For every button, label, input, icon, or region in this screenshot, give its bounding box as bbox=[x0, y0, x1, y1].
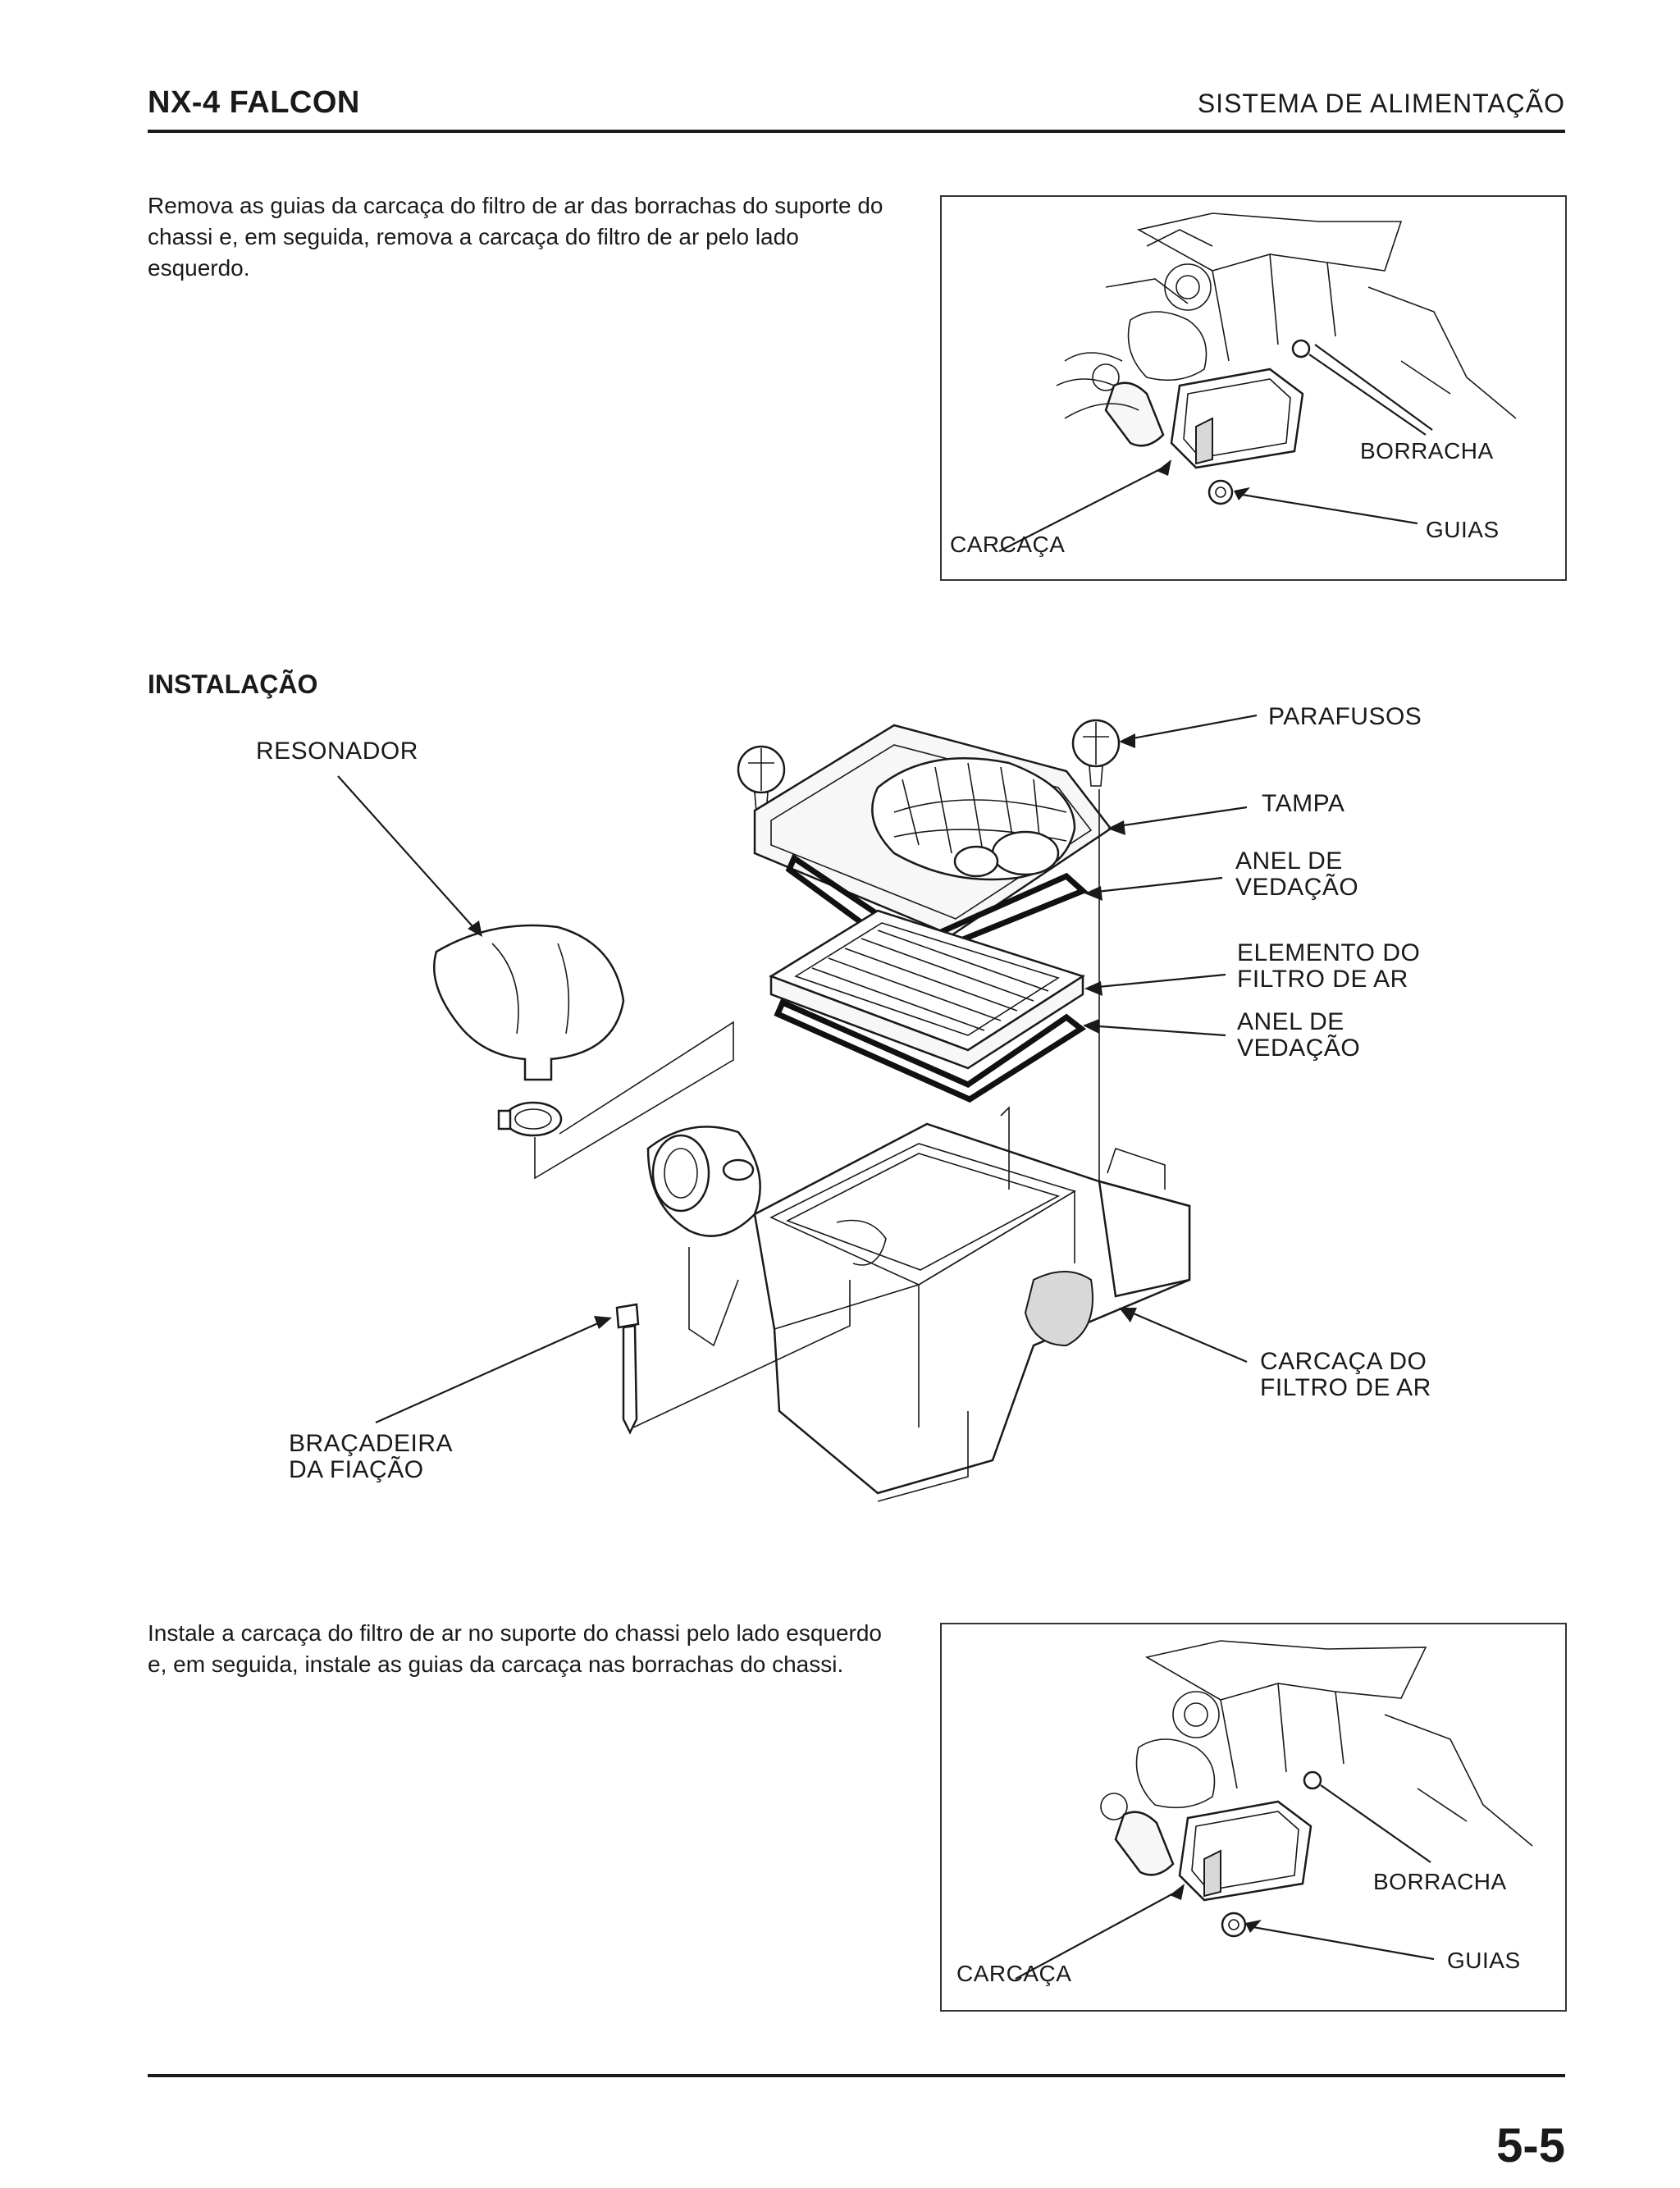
callout-air-filter-housing: CARCAÇA DO FILTRO DE AR bbox=[1260, 1349, 1431, 1401]
callout-seal-ring-upper-line1: ANEL DE bbox=[1235, 847, 1343, 875]
label-rubber: BORRACHA bbox=[1360, 438, 1494, 464]
callout-seal-ring-lower-line1: ANEL DE bbox=[1237, 1008, 1344, 1035]
installation-heading: INSTALAÇÃO bbox=[148, 669, 318, 699]
callout-screws: PARAFUSOS bbox=[1268, 703, 1422, 730]
page-number: 5-5 bbox=[1496, 2119, 1565, 2172]
leader-lines bbox=[337, 714, 1258, 1424]
screw-right bbox=[1071, 719, 1121, 787]
installation-illustration bbox=[1015, 1640, 1533, 1980]
removal-instructions: Remova as guias da carcaça do filtro de … bbox=[148, 193, 883, 281]
label-guides-install: GUIAS bbox=[1447, 1948, 1521, 1973]
callout-seal-ring-upper-line2: VEDAÇÃO bbox=[1235, 874, 1359, 901]
seal-ring-lower bbox=[774, 998, 1087, 1103]
screw-left bbox=[737, 745, 786, 813]
callout-wire-clamp-line1: BRAÇADEIRA bbox=[289, 1430, 454, 1457]
label-guides: GUIAS bbox=[1426, 517, 1500, 542]
callout-seal-ring-lower: ANEL DE VEDAÇÃO bbox=[1237, 1009, 1360, 1062]
callout-air-filter-housing-line2: FILTRO DE AR bbox=[1260, 1374, 1431, 1401]
installation-figure: BORRACHA CARCAÇA GUIAS bbox=[940, 1623, 1567, 2012]
footer-rule bbox=[148, 2074, 1565, 2077]
callout-wire-clamp-line2: DA FIAÇÃO bbox=[289, 1456, 424, 1483]
label-rubber-install: BORRACHA bbox=[1373, 1869, 1507, 1894]
label-housing: CARCAÇA bbox=[950, 532, 1066, 557]
callout-seal-ring-upper: ANEL DE VEDAÇÃO bbox=[1235, 848, 1358, 901]
air-filter-element bbox=[769, 909, 1085, 1070]
wire-clamp bbox=[615, 1303, 640, 1435]
model-title: NX-4 FALCON bbox=[148, 85, 360, 120]
air-filter-housing bbox=[646, 1106, 1191, 1502]
installation-instructions: Instale a carcaça do filtro de ar no sup… bbox=[148, 1620, 883, 1677]
callout-filter-element: ELEMENTO DO FILTRO DE AR bbox=[1237, 940, 1420, 993]
header-rule bbox=[148, 130, 1565, 133]
callout-resonator: RESONADOR bbox=[256, 738, 418, 765]
callout-wire-clamp: BRAÇADEIRA DA FIAÇÃO bbox=[289, 1431, 453, 1483]
section-title: SISTEMA DE ALIMENTAÇÃO bbox=[1197, 89, 1565, 118]
removal-figure: BORRACHA CARCAÇA GUIAS bbox=[940, 195, 1567, 581]
removal-illustration bbox=[998, 212, 1517, 552]
callout-air-filter-housing-line1: CARCAÇA DO bbox=[1260, 1348, 1427, 1375]
hose-clamp bbox=[497, 1101, 563, 1137]
label-housing-install: CARCAÇA bbox=[956, 1961, 1072, 1986]
callout-cover: TAMPA bbox=[1262, 790, 1345, 817]
resonator bbox=[433, 924, 625, 1081]
callout-seal-ring-lower-line2: VEDAÇÃO bbox=[1237, 1035, 1361, 1062]
callout-filter-element-line1: ELEMENTO DO bbox=[1237, 939, 1421, 966]
callout-filter-element-line2: FILTRO DE AR bbox=[1237, 966, 1408, 993]
